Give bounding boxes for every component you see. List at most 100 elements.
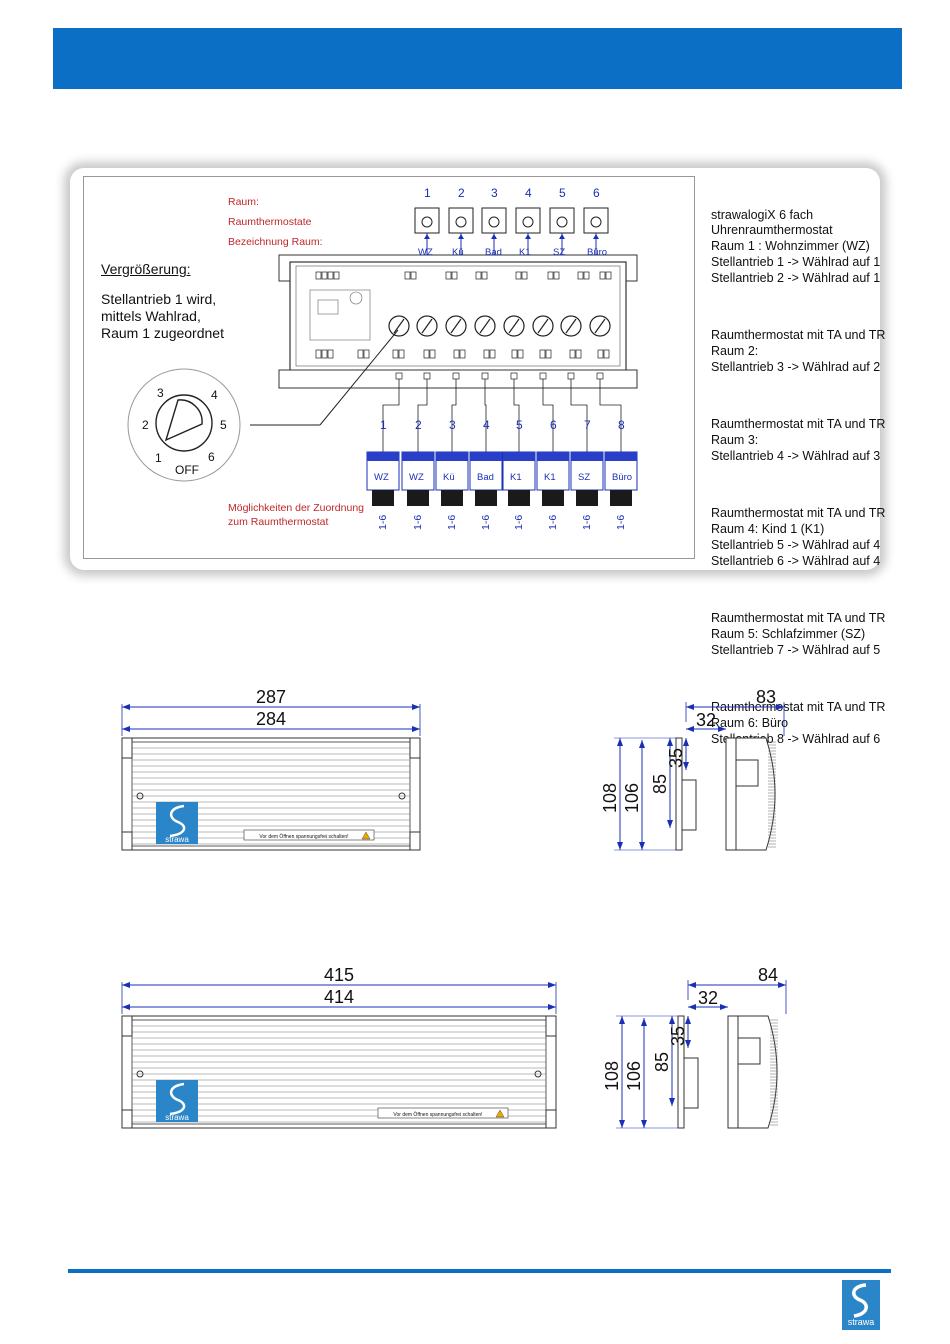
thermostat-knob-icon (488, 216, 500, 228)
arrow-icon (667, 738, 673, 746)
room-text-line: strawalogiX 6 fach (711, 207, 814, 222)
actuator-room-label: Bad (477, 472, 494, 483)
terminal-top (315, 271, 322, 280)
actuator-wire (417, 376, 428, 452)
selector-dial-mark (450, 318, 462, 334)
room-thermostat (583, 207, 609, 234)
dimension-height-3-value: 85 (650, 774, 670, 794)
terminal-top (451, 271, 458, 280)
selector-dial-mark (393, 318, 405, 334)
terminal-top (410, 271, 417, 280)
thermostat-number: 2 (458, 186, 465, 200)
logo-swoosh (169, 1082, 186, 1116)
terminal-bottom (392, 349, 399, 359)
terminal-bottom (489, 349, 496, 359)
dimension-height-3-value: 85 (652, 1052, 672, 1072)
dial-number-2: 2 (142, 418, 149, 432)
thermostat-knob-icon (556, 216, 568, 228)
terminal-top (583, 271, 590, 280)
terminal-top (553, 271, 560, 280)
arrow-icon (122, 1004, 130, 1010)
dimension-height-2-value: 106 (622, 783, 642, 813)
side-body (725, 737, 737, 851)
terminal-bottom (545, 349, 552, 359)
dimension-inner-value: 284 (256, 709, 286, 729)
dimension-height-1-value: 108 (602, 1061, 622, 1091)
arrow-icon (619, 1120, 625, 1128)
mount-tab (545, 1015, 557, 1037)
room-thermostat (448, 207, 474, 234)
wire-connector (567, 372, 575, 380)
selector-dial-mark (479, 318, 491, 334)
terminal-top (333, 271, 340, 280)
thermostat-number: 3 (491, 186, 498, 200)
arrow-icon (639, 740, 645, 748)
arrow-up-icon (559, 234, 565, 239)
thermostat-room-label: WZ (418, 247, 433, 258)
terminal-bottom (539, 349, 546, 359)
actuator-number: 7 (584, 418, 591, 432)
actuator-thread (475, 490, 497, 506)
dimension-rail-value: 35 (668, 1026, 688, 1046)
terminal-bottom (423, 349, 430, 359)
dimension-rail-value: 35 (666, 748, 686, 768)
arrow-icon (639, 842, 645, 850)
actuator-room-label: K1 (544, 472, 556, 483)
arrow-icon (685, 1016, 691, 1024)
arrow-icon (686, 726, 694, 732)
dial-number-5: 5 (220, 418, 227, 432)
arrow-icon (548, 982, 556, 988)
terminal-top (605, 271, 612, 280)
terminal-bottom (517, 349, 524, 359)
room-text-line: Raum 6: Büro (711, 715, 789, 730)
mount-tab (121, 831, 133, 851)
legend-raum: Raum: (228, 196, 259, 208)
actuator-thread (441, 490, 463, 506)
side-cover (735, 737, 776, 851)
mount-tab (121, 737, 133, 759)
actuator-wire (382, 376, 400, 452)
terminal-top (515, 271, 522, 280)
thermostat-room-label: Kü (452, 247, 464, 258)
room-thermostat (549, 207, 575, 234)
strawa-logo-icon (156, 802, 198, 844)
actuator-room-label: Kü (443, 472, 455, 483)
dimension-offset-value: 32 (698, 988, 718, 1008)
actuator-top (605, 452, 637, 461)
terminal-bottom (363, 349, 370, 359)
actuator-top (537, 452, 569, 461)
wire-connector (395, 372, 403, 380)
arrow-icon (683, 762, 689, 770)
mount-tab (409, 831, 421, 851)
room-text-line: Stellantrieb 2 -> Wählrad auf 1 (711, 270, 881, 285)
room-text-line: Raum 3: (711, 432, 759, 447)
arrow-up-icon (525, 234, 531, 239)
actuator-room-label: K1 (510, 472, 522, 483)
actuator-room-label: WZ (374, 472, 389, 483)
side-clip (683, 1057, 699, 1109)
arrow-icon (122, 726, 130, 732)
mount-tab (409, 737, 421, 759)
enlarged-dial (127, 329, 399, 482)
room-thermostat (481, 207, 507, 234)
enlargement-title: Vergrößerung: (101, 261, 191, 277)
mount-tab (545, 1109, 557, 1129)
arrow-up-icon (491, 234, 497, 239)
enlargement-line-2: mittels Wahlrad, (101, 308, 201, 324)
header-bar (53, 28, 902, 89)
selector-dial-mark (565, 318, 577, 334)
arrow-icon (688, 1004, 696, 1010)
arrow-icon (685, 1040, 691, 1048)
actuator-room-label: WZ (409, 472, 424, 483)
logo-swoosh (169, 804, 186, 838)
selector-dial-mark (594, 318, 606, 334)
screw-icon (534, 1070, 542, 1078)
arrow-icon (718, 726, 726, 732)
terminal-top (599, 271, 606, 280)
arrow-icon (778, 982, 786, 988)
arrow-up-icon (424, 234, 430, 239)
wire-connector (539, 372, 547, 380)
